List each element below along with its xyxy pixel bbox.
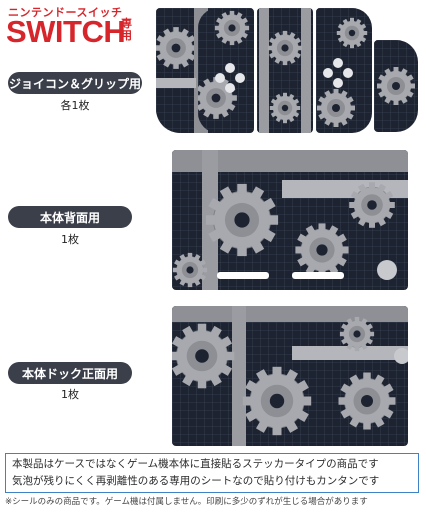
footnote: ※シールのみの商品です。ゲーム機は付属しません。印刷に多少のずれが生じる場合があ… [5, 497, 368, 507]
joycon-left-skin [198, 8, 254, 133]
label-console-back: 本体背面用 [8, 206, 132, 228]
grip-side-skin [374, 40, 418, 132]
label-joycon-grip: ジョイコン＆グリップ用 [8, 72, 142, 94]
joycon-strap-skins [257, 8, 313, 133]
notice-box: 本製品はケースではなくゲーム機本体に直接貼るステッカータイプの商品です 気泡が残… [5, 453, 419, 493]
dock-front-skin [172, 306, 408, 446]
count-console-back: 1枚 [61, 233, 79, 246]
brand-sub-text: 専用 [121, 17, 132, 42]
joycon-right-skin [316, 8, 372, 133]
brand-top-text: ニンテンドースイッチ [8, 6, 123, 19]
count-joycon-grip: 各1枚 [60, 99, 90, 112]
console-back-skin [172, 150, 408, 290]
brand-main-text: SWITCH [6, 14, 126, 49]
label-dock-front: 本体ドック正面用 [8, 362, 132, 384]
notice-line-2: 気泡が残りにくく再剥離性のある専用のシートなので貼り付けもカンタンです [12, 475, 380, 487]
notice-line-1: 本製品はケースではなくゲーム機本体に直接貼るステッカータイプの商品です [12, 458, 379, 470]
count-dock-front: 1枚 [61, 388, 79, 401]
